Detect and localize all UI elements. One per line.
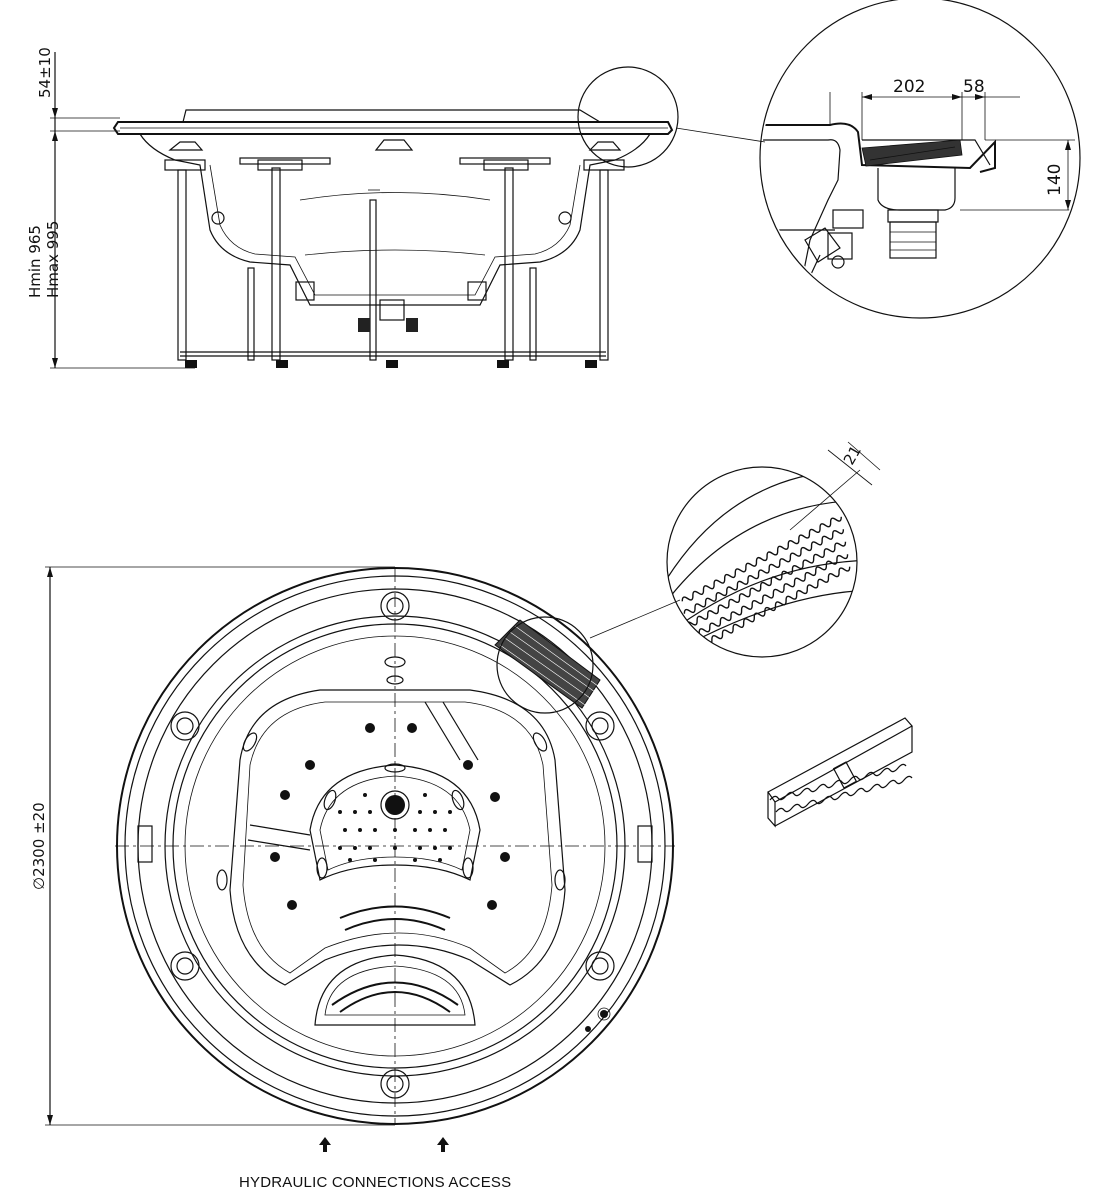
tub-rim	[112, 121, 674, 135]
section-detail-circle	[759, 0, 1081, 319]
grille-detail-view: 21	[589, 441, 881, 658]
valve-fitting	[827, 232, 853, 260]
rim-fittings	[137, 591, 653, 1099]
lounger-seat	[314, 954, 476, 1026]
seating-shell	[229, 689, 566, 986]
adjustable-feet	[185, 360, 597, 368]
detail-callout-circle	[577, 66, 679, 168]
dim-diameter-label: ∅2300 ±20	[30, 802, 48, 890]
dim-top-label: 54±10	[36, 47, 54, 98]
plan-view: ∅2300 ±20	[30, 566, 675, 1191]
lounger-jet-strip	[331, 981, 459, 1006]
tub-shell	[139, 133, 651, 306]
hydraulic-access-caption: HYDRAULIC CONNECTIONS ACCESS	[239, 1174, 511, 1191]
grille-detail-circle	[666, 466, 858, 658]
dim-width-b-label: 58	[963, 77, 985, 97]
footwell	[309, 764, 481, 881]
pump-right	[467, 281, 487, 301]
hydraulic-access-arrows	[319, 1137, 449, 1152]
footwell-jet-strip	[339, 905, 451, 919]
grille-part-isometric	[767, 717, 913, 828]
side-elevation-view: 54±10 Hmin 965 Hmax 995	[26, 47, 766, 369]
center-drain	[385, 795, 405, 815]
pump-left	[295, 281, 315, 301]
jets	[270, 723, 510, 910]
dim-width-a-label: 202	[893, 77, 925, 97]
dim-height-max-label: Hmax 995	[44, 221, 62, 298]
side-jet-right	[558, 211, 572, 225]
top-fitting	[374, 139, 414, 151]
dim-grille-width-label: 21	[840, 442, 865, 468]
side-jet-left	[211, 211, 225, 225]
section-detail-view: 202 58 140	[759, 0, 1081, 319]
dim-height-min-label: Hmin 965	[26, 225, 44, 298]
dim-depth-label: 140	[1045, 164, 1065, 196]
control-button	[600, 1010, 608, 1018]
support-frame	[164, 157, 625, 361]
filter-grille	[494, 616, 601, 714]
